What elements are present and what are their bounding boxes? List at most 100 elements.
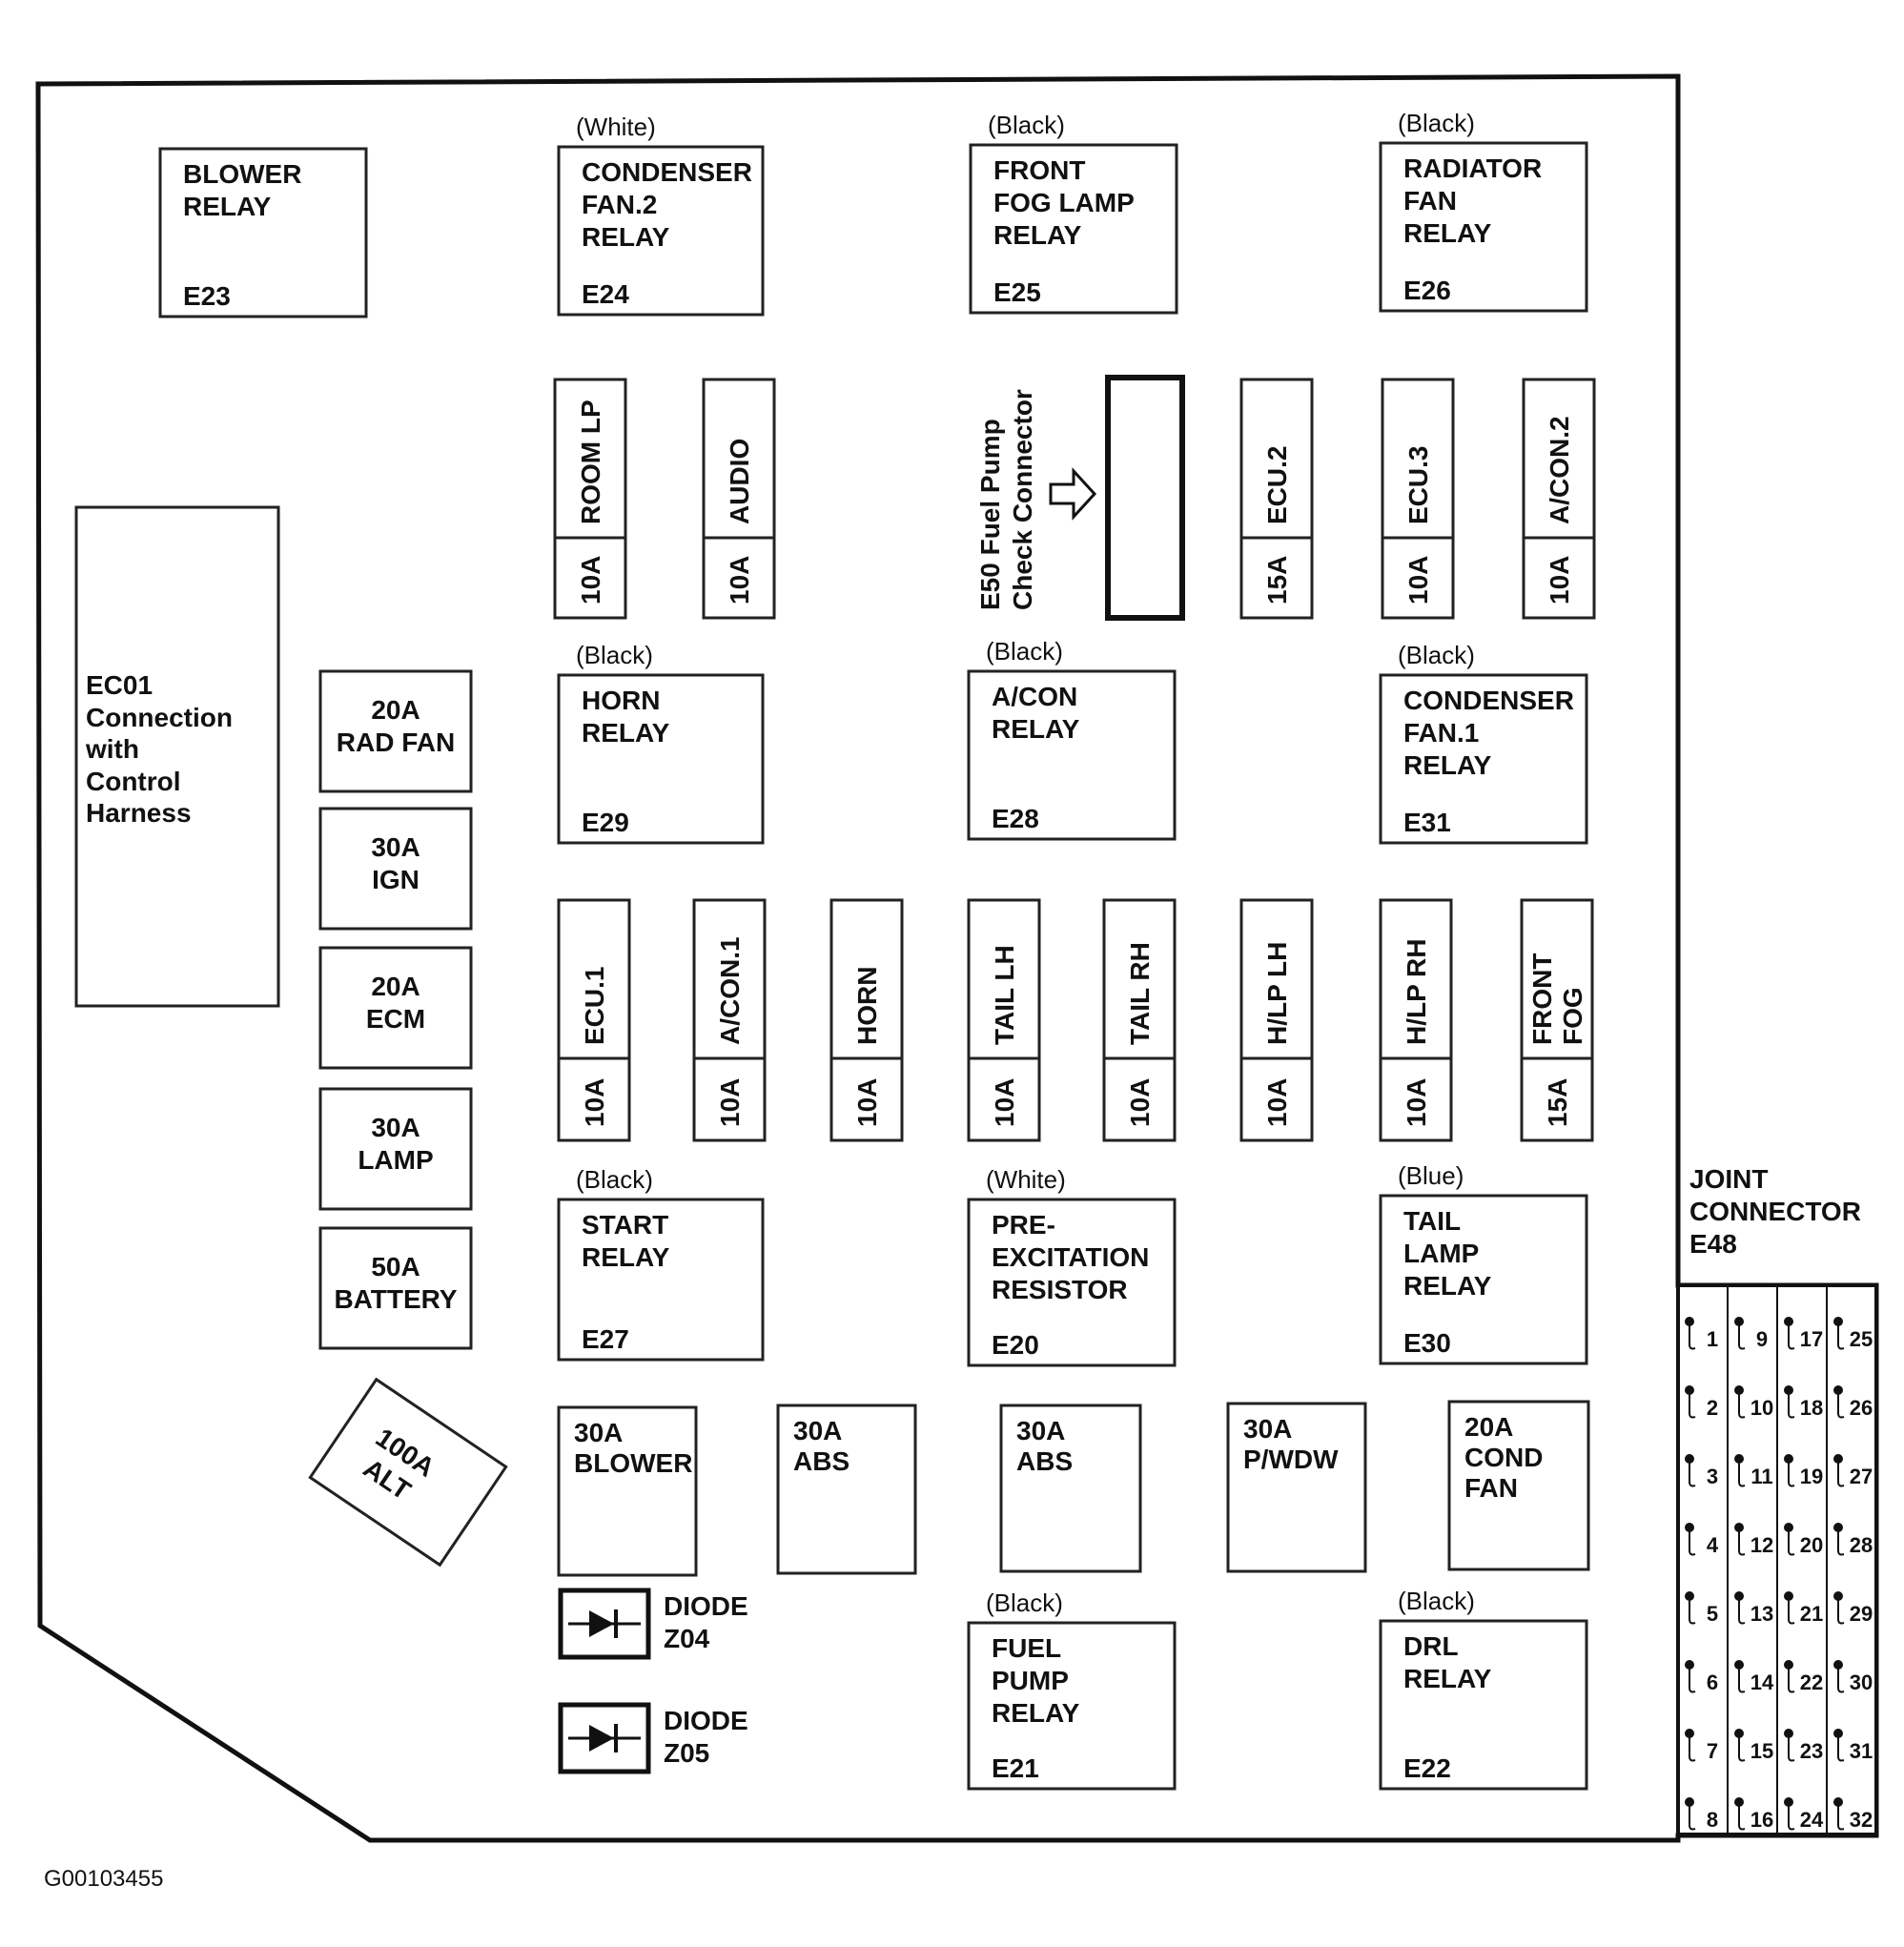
mini-fuse-body [1379,898,1453,1142]
joint-pin: 23 [1784,1729,1823,1763]
check-connector-socket [1105,375,1185,621]
relay-name-line: EXCITATION [992,1242,1149,1272]
relay-id: E25 [993,277,1041,307]
relay-name-line: RELAY [183,192,272,221]
large-fuse-body [999,1404,1142,1573]
pin-lead [1689,1802,1696,1831]
joint-pin: 20 [1784,1523,1823,1557]
pin-lead [1738,1665,1746,1693]
joint-pin: 6 [1685,1660,1718,1694]
pin-lead [1689,1733,1696,1762]
joint-pin: 19 [1784,1454,1823,1488]
pin-number: 2 [1707,1396,1718,1420]
joint-connector-label-line: JOINT [1689,1164,1768,1194]
mini-fuse-name: H/LP LH [1262,942,1292,1045]
pin-number: 17 [1800,1327,1823,1351]
pin-lead [1788,1665,1795,1693]
relay-housing-color: (White) [576,113,656,141]
relay-name-line: RELAY [992,714,1080,744]
pin-number: 12 [1750,1533,1773,1557]
fusible-link-body [318,807,473,931]
pin-lead [1689,1390,1696,1419]
fusible-link-rating: 30A [371,832,420,862]
pin-number: 8 [1707,1808,1718,1832]
fuel-pump-check-label: E50 Fuel Pump [975,419,1005,610]
pin-number: 24 [1800,1808,1824,1832]
relay-name-line: RELAY [1403,1664,1492,1693]
diode-symbol-icon [589,1725,614,1752]
pin-number: 1 [1707,1327,1718,1351]
large-fuse-label-line: 30A [1016,1416,1065,1445]
joint-pin: 14 [1734,1660,1774,1694]
relay-name-line: RELAY [992,1698,1080,1728]
fusible-link-rating: 20A [371,695,420,725]
relay-id: E27 [582,1324,629,1354]
pin-lead [1837,1596,1845,1625]
ec01-label-line: Connection [86,703,233,732]
mini-fuse-body [557,898,631,1142]
large-fuse-label-line: ABS [793,1446,850,1476]
mini-fuse-name: ECU.1 [580,967,609,1045]
fusible-link-rating: 20A [371,972,420,1001]
pin-number: 9 [1756,1327,1768,1351]
mini-fuse-name: AUDIO [725,439,754,524]
pin-lead [1788,1390,1795,1419]
pin-number: 21 [1800,1602,1823,1626]
mini-fuse-rating: 15A [1262,556,1292,605]
joint-pin: 13 [1734,1591,1773,1626]
pin-number: 13 [1750,1602,1773,1626]
pin-number: 15 [1750,1739,1773,1763]
mini-fuse-body [1520,898,1594,1142]
relay-name-line: HORN [582,686,660,715]
relay-name-line: FAN.1 [1403,718,1479,748]
pin-lead [1689,1665,1696,1693]
joint-pin: 26 [1833,1385,1873,1420]
large-fuse-label-line: 30A [1243,1414,1292,1444]
pin-number: 3 [1707,1465,1718,1488]
joint-pin: 1 [1685,1317,1718,1351]
relay-body [1379,141,1588,313]
pin-lead [1689,1322,1696,1350]
arrow-right-icon [1049,467,1097,521]
relay-body [1379,1194,1588,1365]
relay-body [1379,673,1588,845]
mini-fuse-rating: 10A [1402,1078,1431,1127]
relay-housing-color: (Blue) [1398,1161,1464,1190]
relay-housing-color: (White) [986,1165,1066,1194]
pin-number: 14 [1750,1670,1774,1694]
pin-lead [1788,1802,1795,1831]
relay-name-line: LAMP [1403,1239,1479,1268]
pin-lead [1788,1733,1795,1762]
fusible-link-rating: 50A [371,1252,420,1281]
relay-name-line: RELAY [582,1242,670,1272]
fuse-box-outline [35,73,1879,1843]
relay-name-line: START [582,1210,668,1240]
diode-symbol-icon [589,1610,614,1637]
relay-housing-color: (Black) [576,641,653,669]
fusible-link-name: IGN [372,865,420,894]
mini-fuse-body [1381,378,1455,620]
ec01-label-line: EC01 [86,670,153,700]
relay-name-line: CONDENSER [582,157,752,187]
relay-name-line: FOG LAMP [993,188,1135,217]
diode-id: Z04 [664,1624,710,1653]
relay-body [557,673,765,845]
joint-pin: 30 [1833,1660,1873,1694]
joint-pin: 15 [1734,1729,1773,1763]
pin-lead [1837,1527,1845,1556]
joint-pin: 12 [1734,1523,1773,1557]
